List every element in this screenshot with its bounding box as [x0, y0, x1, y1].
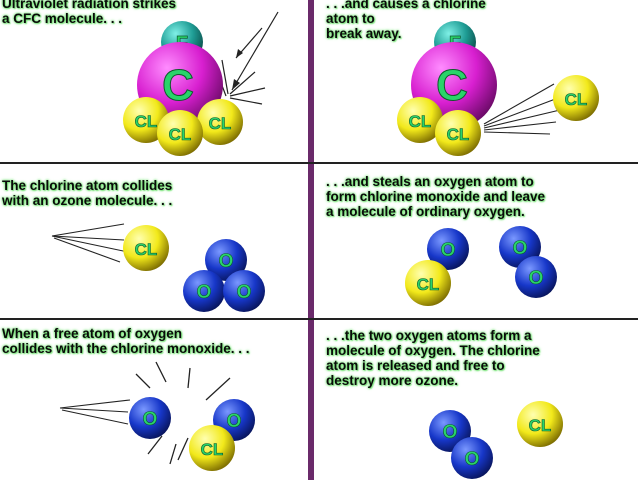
free-chlorine-atom: CL	[517, 401, 563, 447]
uv-ray-lines	[212, 11, 279, 105]
oxygen-label: O	[441, 240, 456, 261]
oxygen-atom: O	[183, 270, 225, 312]
ozone-molecule: O O O	[183, 239, 265, 312]
carbon-label: C	[436, 61, 468, 110]
chlorine-label: CL	[529, 416, 552, 435]
chlorine-atom: CL	[189, 425, 235, 471]
caption-line: molecule of oxygen. The chlorine	[326, 343, 540, 358]
oxygen-label: O	[197, 282, 212, 303]
chlorine-atom-left: CL	[397, 97, 443, 143]
chlorine-monoxide-molecule: O CL	[189, 399, 255, 471]
motion-lines	[59, 399, 131, 425]
caption-panel-6: . . .the two oxygen atoms form a molecul…	[326, 328, 540, 388]
oxygen-atom: O	[451, 437, 493, 479]
oxygen-molecule: O O	[429, 410, 493, 479]
caption-line: . . .and causes a chlorine	[326, 0, 486, 11]
chlorine-atom-bottom: CL	[435, 110, 481, 156]
caption-line: break away.	[326, 26, 402, 41]
chlorine-label: CL	[209, 114, 232, 133]
chlorine-ozone-collision-diagram: CL O O O	[51, 223, 265, 312]
caption-line: form chlorine monoxide and leave	[326, 189, 546, 204]
chlorine-label: CL	[565, 90, 588, 109]
caption-line: destroy more ozone.	[326, 373, 459, 388]
caption-line: with an ozone molecule. . .	[2, 193, 173, 208]
chlorine-atom: CL	[123, 225, 169, 271]
panel-oxygen-hits-monoxide: O O CL When a free atom of oxygen collid…	[0, 320, 308, 480]
free-oxygen-atom: O	[129, 397, 171, 439]
carbon-label: C	[162, 61, 194, 110]
oxygen-atom: O	[223, 270, 265, 312]
panel-chlorine-collides-ozone: CL O O O The chlorine atom collides with…	[0, 164, 308, 318]
chlorine-release-diagram: F C CL CL CL	[397, 21, 599, 156]
caption-line: atom to	[326, 11, 375, 26]
oxygen-molecule: O O	[499, 226, 557, 298]
caption-line: a CFC molecule. . .	[2, 11, 123, 26]
oxygen-label: O	[237, 282, 252, 303]
chlorine-label: CL	[169, 125, 192, 144]
chlorine-label: CL	[447, 125, 470, 144]
chlorine-atom-right: CL	[197, 99, 243, 145]
caption-line: The chlorine atom collides	[2, 178, 173, 193]
panel-chlorine-monoxide-forms: O CL O O . . .and steals an oxygen atom …	[314, 164, 638, 318]
oxygen-label: O	[465, 449, 480, 470]
oxygen-atom: O	[427, 228, 469, 270]
motion-lines	[483, 83, 561, 135]
chlorine-atom-bottom: CL	[157, 110, 203, 156]
oxygen-molecule-diagram: O O CL	[429, 401, 563, 479]
caption-line: a molecule of ordinary oxygen.	[326, 204, 525, 219]
caption-line: . . .and steals an oxygen atom to	[326, 174, 534, 189]
caption-panel-1: Ultraviolet radiation strikes a CFC mole…	[2, 0, 176, 26]
caption-line: collides with the chlorine monoxide. . .	[2, 341, 250, 356]
impact-burst-lines	[135, 361, 231, 465]
free-chlorine-atom: CL	[553, 75, 599, 121]
caption-panel-5: When a free atom of oxygen collides with…	[2, 326, 250, 356]
horizontal-rule-top	[0, 162, 638, 164]
oxygen-collision-diagram: O O CL	[59, 361, 255, 471]
oxygen-label: O	[227, 411, 242, 432]
oxygen-label: O	[513, 238, 528, 259]
vertical-divider	[308, 0, 314, 480]
horizontal-rule-bottom	[0, 318, 638, 320]
caption-line: atom is released and free to	[326, 358, 505, 373]
chlorine-label: CL	[409, 112, 432, 131]
oxygen-atom: O	[515, 256, 557, 298]
chlorine-label: CL	[201, 440, 224, 459]
oxygen-atom: O	[205, 239, 247, 281]
caption-line: . . .the two oxygen atoms form a	[326, 328, 532, 343]
panel-oxygen-molecule-forms: O O CL . . .the two oxygen atoms form a …	[314, 320, 638, 480]
panel-chlorine-breaks-away: F C CL CL CL . . .and causes a chlorine …	[314, 0, 638, 162]
cfc-molecule-diagram: F C CL CL CL	[123, 11, 279, 156]
caption-line: Ultraviolet radiation strikes	[2, 0, 177, 11]
caption-panel-2: . . .and causes a chlorine atom to break…	[326, 0, 486, 41]
panel-uv-strikes-cfc: F C CL CL CL Ultraviolet radiation strik…	[0, 0, 308, 162]
caption-line: When a free atom of oxygen	[2, 326, 183, 341]
caption-panel-3: The chlorine atom collides with an ozone…	[2, 178, 172, 208]
chlorine-monoxide-diagram: O CL O O	[405, 226, 557, 306]
chlorine-label: CL	[417, 275, 440, 294]
oxygen-label: O	[143, 409, 158, 430]
chlorine-label: CL	[135, 240, 158, 259]
oxygen-label: O	[219, 251, 234, 272]
caption-panel-4: . . .and steals an oxygen atom to form c…	[326, 174, 545, 219]
oxygen-label: O	[443, 422, 458, 443]
oxygen-label: O	[529, 268, 544, 289]
motion-lines	[51, 223, 129, 263]
chlorine-atom: CL	[405, 260, 451, 306]
chlorine-monoxide-molecule: O CL	[405, 228, 469, 306]
chlorine-label: CL	[135, 112, 158, 131]
